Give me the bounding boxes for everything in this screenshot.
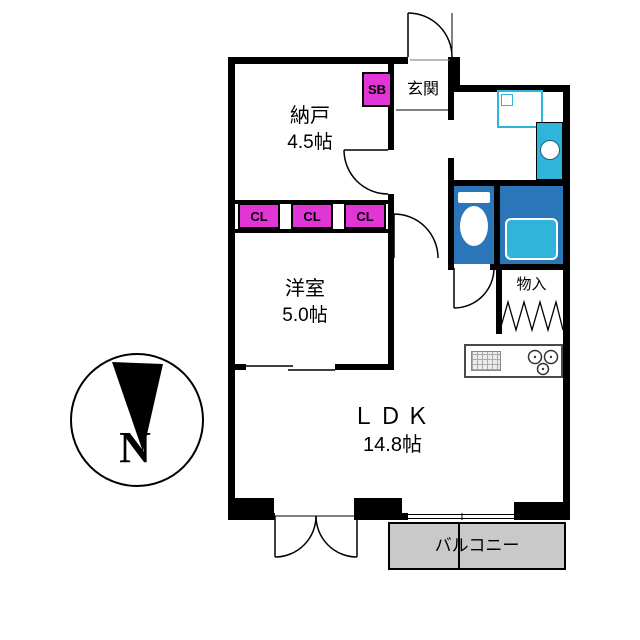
- wall-segment: [448, 57, 454, 120]
- closet-label: CL: [250, 208, 268, 224]
- folding-door-icon: [499, 299, 564, 333]
- wall-segment: [228, 57, 235, 520]
- balcony-label: バルコニー: [434, 536, 520, 555]
- wall-pillar: [514, 502, 570, 520]
- room-size: 4.5帖: [287, 132, 333, 153]
- door-swing-icon: [343, 149, 389, 195]
- wall-segment: [232, 200, 390, 204]
- sliding-door-icon: [246, 365, 335, 371]
- room-label-monoire: 物入: [516, 276, 547, 293]
- kitchen-sink-icon: [471, 351, 501, 371]
- wall-segment: [490, 264, 570, 270]
- room-size: 5.0帖: [282, 305, 328, 326]
- wall-pillar: [228, 498, 274, 520]
- wall-segment: [448, 180, 570, 186]
- closet-label: CL: [303, 208, 321, 224]
- room-label-yoshitsu: 洋室 5.0帖: [235, 276, 375, 329]
- wall-segment: [335, 364, 394, 370]
- balcony-divider: [458, 524, 460, 568]
- closet-box: CL: [344, 203, 386, 229]
- wall-segment: [453, 85, 570, 92]
- room-name: 洋室: [285, 278, 325, 300]
- closet-box: CL: [291, 203, 333, 229]
- closet-label: CL: [356, 208, 374, 224]
- room-name: 納戸: [290, 105, 330, 127]
- shoe-box-label: SB: [367, 82, 387, 97]
- toilet-room: [454, 186, 494, 264]
- washer-drain: [501, 94, 513, 106]
- entrance-door-swing-icon: [407, 12, 453, 61]
- wall-segment: [494, 180, 500, 270]
- bathtub-icon: [505, 218, 558, 260]
- wall-segment: [453, 57, 460, 91]
- wall-segment: [388, 194, 394, 235]
- double-door-swing-icon: [274, 515, 358, 558]
- wall-segment: [563, 85, 570, 520]
- room-label-genkan: 玄関: [406, 81, 439, 98]
- wall-segment: [232, 229, 390, 233]
- room-label-ldk: ＬＤＫ 14.8帖: [300, 401, 485, 459]
- door-swing-icon: [393, 213, 439, 259]
- kitchen-counter: [464, 344, 563, 378]
- shoe-box: SB: [362, 72, 392, 107]
- compass-north-label: N: [119, 423, 151, 472]
- wall-segment: [232, 364, 246, 370]
- washbasin-icon: [536, 122, 563, 180]
- compass-circle: [70, 353, 204, 487]
- wall-segment: [228, 57, 408, 64]
- wall-segment: [496, 270, 502, 334]
- wall-segment: [448, 158, 454, 270]
- closet-box: CL: [238, 203, 280, 229]
- wall-pillar: [354, 498, 402, 520]
- room-label-nando: 納戸 4.5帖: [240, 103, 380, 156]
- washing-machine-pan-icon: [497, 90, 543, 128]
- balcony-area: バルコニー: [388, 522, 566, 570]
- washbasin-bowl: [540, 140, 560, 160]
- wall-segment: [388, 229, 394, 370]
- door-swing-icon: [453, 267, 495, 309]
- room-size: 14.8帖: [363, 434, 422, 457]
- sliding-window-icon: [408, 513, 516, 520]
- room-name: ＬＤＫ: [352, 403, 433, 429]
